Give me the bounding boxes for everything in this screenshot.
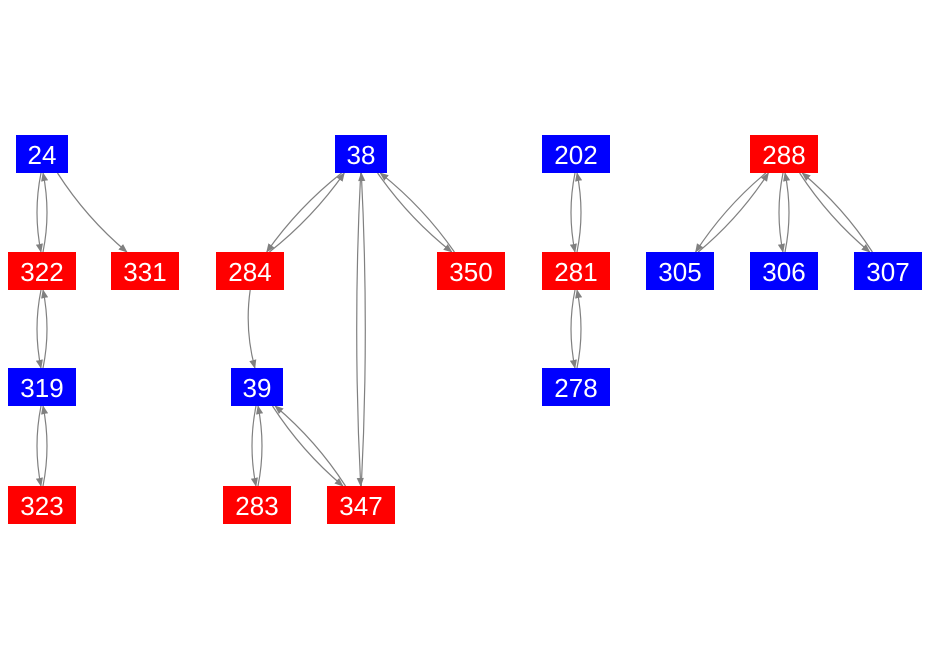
node-347-box [327, 486, 395, 524]
node-305: 305 [646, 252, 714, 290]
edge-319-to-322 [41, 289, 49, 369]
node-307-label: 307 [866, 257, 909, 287]
node-284: 284 [216, 252, 284, 290]
node-322: 322 [8, 252, 76, 290]
edge-322-to-24 [41, 172, 49, 253]
node-24-box [16, 135, 68, 173]
edge-323-to-319 [41, 405, 49, 487]
node-278-label: 278 [554, 373, 597, 403]
node-281-box [542, 252, 610, 290]
edge-39-to-283 [250, 405, 258, 487]
node-284-label: 284 [228, 257, 271, 287]
node-319: 319 [8, 368, 76, 406]
node-39-label: 39 [243, 373, 272, 403]
node-39-box [231, 368, 283, 406]
node-347-label: 347 [339, 491, 382, 521]
node-281: 281 [542, 252, 610, 290]
node-323-box [8, 486, 76, 524]
edge-347-to-38 [358, 172, 366, 487]
edge-38-to-284 [266, 172, 342, 253]
edge-39-to-347 [271, 405, 344, 487]
edge-307-to-288 [801, 172, 873, 253]
node-281-label: 281 [554, 257, 597, 287]
node-306-box [750, 252, 818, 290]
edge-24-to-331 [56, 172, 128, 253]
edge-306-to-288 [783, 172, 791, 253]
node-347: 347 [327, 486, 395, 524]
node-331-label: 331 [123, 257, 166, 287]
node-278: 278 [542, 368, 610, 406]
node-39: 39 [231, 368, 283, 406]
node-307: 307 [854, 252, 922, 290]
node-331-box [111, 252, 179, 290]
edge-281-to-202 [575, 172, 583, 253]
edge-281-to-278 [569, 289, 577, 369]
node-307-box [854, 252, 922, 290]
node-350-box [437, 252, 505, 290]
node-319-label: 319 [20, 373, 63, 403]
edge-350-to-38 [379, 172, 455, 253]
node-202-box [542, 135, 610, 173]
node-38-label: 38 [347, 140, 376, 170]
node-319-box [8, 368, 76, 406]
edges-layer [35, 172, 873, 487]
node-305-box [646, 252, 714, 290]
node-288: 288 [750, 135, 818, 173]
edge-202-to-281 [569, 172, 577, 253]
node-24: 24 [16, 135, 68, 173]
nodes-layer: 24 322 331 319 323 38 284 350 39 283 347 202 281 278 2… [8, 135, 922, 524]
node-202: 202 [542, 135, 610, 173]
node-306: 306 [750, 252, 818, 290]
node-288-label: 288 [762, 140, 805, 170]
edge-288-to-305 [695, 172, 767, 253]
node-38: 38 [335, 135, 387, 173]
node-323: 323 [8, 486, 76, 524]
edge-347-to-39 [274, 405, 347, 487]
edge-284-to-39 [247, 289, 257, 369]
edge-278-to-281 [575, 289, 583, 369]
node-305-label: 305 [658, 257, 701, 287]
node-278-box [542, 368, 610, 406]
edge-24-to-322 [35, 172, 43, 253]
edge-305-to-288 [697, 172, 769, 253]
edge-288-to-307 [799, 172, 871, 253]
node-283-box [223, 486, 291, 524]
node-322-box [8, 252, 76, 290]
node-288-box [750, 135, 818, 173]
node-38-box [335, 135, 387, 173]
node-202-label: 202 [554, 140, 597, 170]
node-350: 350 [437, 252, 505, 290]
node-323-label: 323 [20, 491, 63, 521]
node-284-box [216, 252, 284, 290]
node-24-label: 24 [28, 140, 57, 170]
node-306-label: 306 [762, 257, 805, 287]
node-283-label: 283 [235, 491, 278, 521]
edge-283-to-39 [256, 405, 264, 487]
edge-38-to-350 [377, 172, 453, 253]
edge-319-to-323 [35, 405, 43, 487]
edge-322-to-319 [35, 289, 43, 369]
edge-38-to-347 [356, 172, 364, 487]
edge-288-to-306 [777, 172, 785, 253]
edge-284-to-38 [269, 172, 345, 253]
node-350-label: 350 [449, 257, 492, 287]
node-331: 331 [111, 252, 179, 290]
node-283: 283 [223, 486, 291, 524]
node-322-label: 322 [20, 257, 63, 287]
